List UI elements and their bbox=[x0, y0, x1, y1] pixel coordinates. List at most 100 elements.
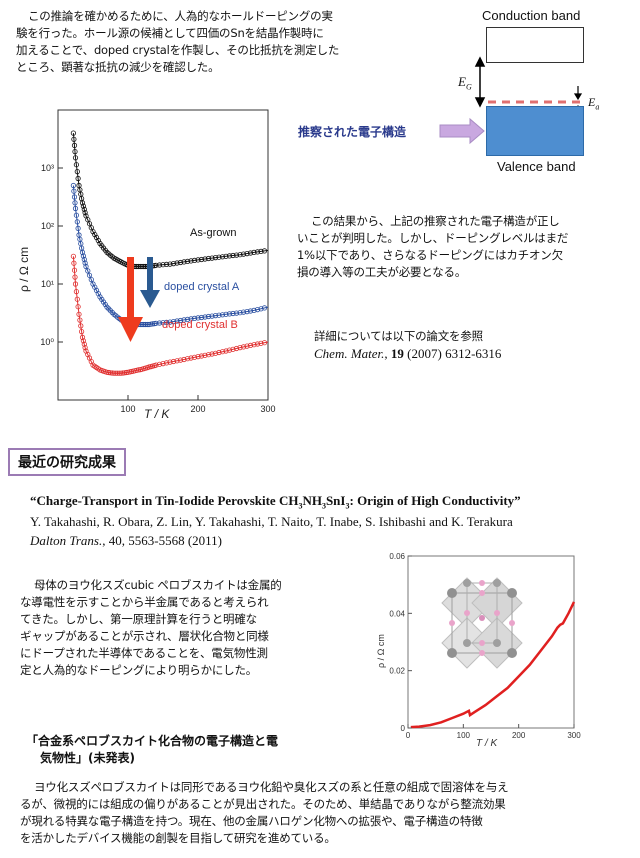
data-point bbox=[191, 354, 198, 360]
data-point bbox=[251, 342, 257, 348]
data-point bbox=[81, 256, 87, 263]
paper-title-part: NH bbox=[302, 493, 322, 508]
x-axis-label: T / K bbox=[144, 407, 170, 421]
data-point bbox=[202, 314, 208, 320]
data-point bbox=[216, 349, 222, 356]
data-point bbox=[88, 277, 94, 283]
data-point bbox=[82, 345, 88, 351]
data-point bbox=[82, 260, 88, 266]
paper-title-part: : Origin of High Conductivity” bbox=[349, 493, 521, 508]
data-point bbox=[81, 206, 87, 213]
mother-line: てきた。しかし、第一原理計算を行うと明確な bbox=[20, 612, 257, 626]
data-point bbox=[135, 367, 142, 373]
data-point bbox=[254, 249, 261, 255]
intro-line: 験を行った。ホール源の候補として四価のSnを結晶作製時に bbox=[16, 26, 324, 40]
data-point bbox=[74, 296, 80, 302]
data-point bbox=[142, 321, 149, 328]
unpublished-line: るが、微視的には組成の偏りがあることが見出された。そのため、単結晶でありながら整… bbox=[20, 797, 506, 811]
data-point bbox=[75, 225, 81, 232]
reference-pages: (2007) 6312-6316 bbox=[407, 346, 502, 361]
data-point bbox=[70, 182, 77, 189]
data-point bbox=[79, 334, 86, 340]
data-point bbox=[174, 260, 180, 266]
intro-line: この推論を確かめるために、人為的なホールドーピングの実 bbox=[28, 9, 333, 23]
data-point bbox=[141, 321, 147, 328]
data-point bbox=[188, 355, 194, 361]
y-tick-label: 10² bbox=[41, 221, 54, 231]
paper-title: “Charge-Transport in Tin-Iodide Perovski… bbox=[30, 493, 630, 511]
series-2 bbox=[70, 253, 269, 376]
data-point bbox=[216, 312, 222, 318]
x-tick-label: 100 bbox=[120, 404, 135, 414]
data-point bbox=[137, 263, 143, 270]
data-point bbox=[209, 351, 215, 357]
data-point bbox=[163, 360, 170, 366]
series-line-0 bbox=[410, 601, 576, 729]
data-point bbox=[195, 257, 201, 263]
data-point bbox=[244, 251, 250, 257]
data-point bbox=[244, 309, 250, 315]
data-point bbox=[237, 310, 243, 316]
unpublished-title-line: 気物性」(未発表) bbox=[40, 751, 135, 765]
data-point bbox=[118, 370, 124, 376]
data-point bbox=[181, 317, 187, 323]
series-0 bbox=[70, 130, 269, 270]
data-point bbox=[205, 255, 212, 262]
data-point bbox=[184, 316, 191, 322]
data-point bbox=[223, 253, 229, 259]
data-point bbox=[78, 323, 84, 329]
data-point bbox=[139, 263, 145, 270]
mother-line: ギャップがあることが示され、層状化合物と同様 bbox=[20, 629, 269, 643]
data-point bbox=[195, 315, 201, 321]
data-point bbox=[191, 257, 198, 263]
data-point bbox=[247, 250, 254, 256]
ea-sub: a bbox=[595, 102, 600, 112]
data-point bbox=[135, 263, 142, 270]
band-gap-svg bbox=[439, 56, 583, 145]
intro-line: 加えることで、doped crystalを作製し、その比抵抗を測定した bbox=[16, 43, 340, 57]
data-point bbox=[202, 352, 208, 358]
paper-citation: “Charge-Transport in Tin-Iodide Perovski… bbox=[30, 493, 630, 549]
data-point bbox=[198, 256, 205, 263]
data-point bbox=[74, 219, 80, 225]
x-tick-label: 300 bbox=[567, 731, 581, 740]
data-point bbox=[79, 329, 85, 335]
data-point bbox=[139, 321, 145, 328]
valence-band-label: Valence band bbox=[497, 159, 576, 174]
eg-main: E bbox=[458, 74, 466, 89]
data-point bbox=[72, 274, 78, 280]
mother-paragraph: 母体のヨウ化スズcubic ペロブスカイトは金属的 な導電性を示すことから半金属… bbox=[20, 577, 365, 679]
paper-title-part: “Charge-Transport in Tin-Iodide Perovski… bbox=[30, 493, 299, 508]
data-point bbox=[230, 310, 236, 317]
data-point bbox=[219, 254, 226, 260]
red-down-arrow bbox=[118, 257, 143, 342]
data-point bbox=[141, 263, 147, 270]
data-point bbox=[72, 155, 79, 161]
unpublished-title-line: 「合金系ペロブスカイト化合物の電子構造と電 bbox=[26, 734, 279, 748]
data-point bbox=[153, 320, 159, 326]
data-point bbox=[170, 358, 177, 365]
data-point bbox=[167, 261, 173, 267]
reference-citation: Chem. Mater., 19 (2007) 6312-6316 bbox=[314, 346, 502, 361]
data-point bbox=[233, 252, 240, 258]
data-point bbox=[70, 130, 77, 136]
x-tick-label: 0 bbox=[406, 731, 411, 740]
data-point bbox=[92, 232, 98, 238]
band-diagram: Conduction band EG Ea Valence band 推察された… bbox=[290, 0, 640, 185]
data-point bbox=[230, 252, 236, 259]
data-point bbox=[240, 309, 247, 315]
data-point bbox=[209, 255, 215, 261]
data-point bbox=[258, 340, 264, 346]
data-point bbox=[71, 142, 78, 149]
data-point bbox=[240, 344, 247, 350]
data-point bbox=[153, 362, 159, 368]
reference-intro: 詳細については以下の論文を参照 bbox=[314, 329, 483, 343]
mother-line: 定と人為的なドーピングにより明らかにした。 bbox=[20, 663, 258, 677]
data-point bbox=[233, 310, 240, 316]
eg-label: EG bbox=[458, 74, 472, 92]
data-point bbox=[73, 162, 80, 168]
eg-sub: G bbox=[465, 82, 472, 92]
data-point bbox=[209, 313, 215, 319]
data-point bbox=[261, 305, 268, 311]
